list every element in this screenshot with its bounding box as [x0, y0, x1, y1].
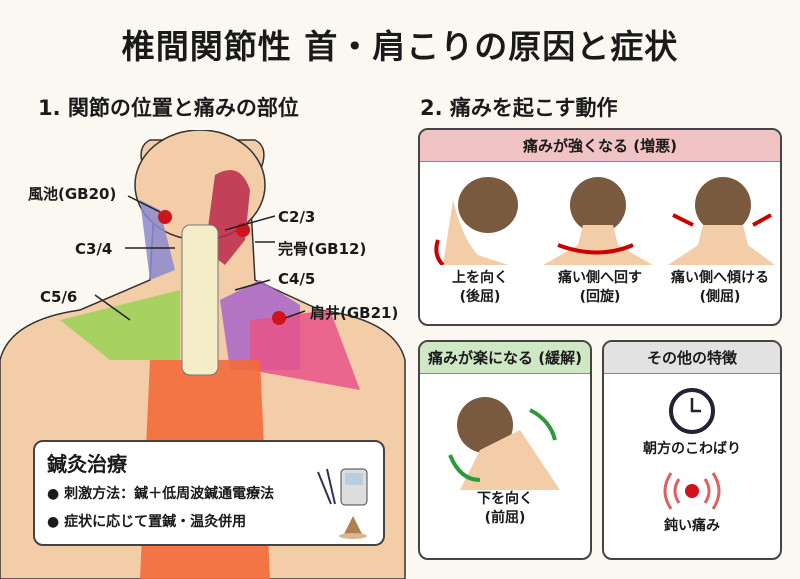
relieving-header: 痛みが楽になる (緩解) [420, 342, 590, 374]
acupuncture-device-icon [317, 468, 368, 539]
motion-extension: 上を向く(後屈) [423, 170, 538, 307]
head-rotate-icon [542, 177, 653, 265]
acupoint-gb20 [158, 210, 172, 224]
relieving-caption: 下を向く [477, 491, 533, 507]
motion-lateral-flexion: 痛い側へ傾ける(側屈) [663, 170, 778, 307]
treatment-item: ● 刺激方法：鍼＋低周波鍼通電療法 [47, 486, 275, 502]
head-flex-forward-icon [448, 397, 560, 490]
label-gb20: 風池(GB20) [28, 185, 117, 203]
aggravating-header: 痛みが強くなる (増悪) [420, 130, 780, 162]
clock-icon [669, 388, 715, 434]
page-title: 椎間関節性 首・肩こりの原因と症状 [121, 27, 679, 66]
label-c23: C2/3 [278, 208, 316, 226]
aggravating-panel: 痛みが強くなる (増悪) 上を向く(後屈) 痛い側へ回す(回旋) 痛い側へ傾ける… [418, 128, 782, 326]
label-gb21: 肩井(GB21) [310, 304, 399, 322]
head-tilt-back-icon [433, 177, 518, 267]
morning-stiffness: 朝方のこわばり [643, 441, 741, 457]
label-c45: C4/5 [278, 270, 316, 288]
treatment-title: 鍼灸治療 [47, 452, 127, 476]
section1-heading: 1. 関節の位置と痛みの部位 [38, 96, 299, 120]
relieving-panel: 痛みが楽になる (緩解) 下を向く (前屈) [418, 340, 592, 560]
dull-pain-icon [663, 472, 721, 510]
label-gb12: 完骨(GB12) [278, 240, 367, 258]
dull-pain: 鈍い痛み [664, 518, 720, 534]
section2-heading: 2. 痛みを起こす動作 [420, 96, 618, 120]
acupoint-gb21 [272, 311, 286, 325]
other-features-panel: その他の特徴 朝方のこわばり 鈍い痛み [602, 340, 782, 560]
motion-rotation: 痛い側へ回す(回旋) [542, 170, 658, 307]
label-c56: C5/6 [40, 288, 78, 306]
treatment-item: ● 症状に応じて置鍼・温灸併用 [47, 514, 247, 530]
head-tilt-side-icon [667, 177, 775, 265]
treatment-box: 鍼灸治療 ● 刺激方法：鍼＋低周波鍼通電療法 ● 症状に応じて置鍼・温灸併用 [33, 440, 385, 546]
label-c34: C3/4 [75, 240, 113, 258]
other-header: その他の特徴 [604, 342, 780, 374]
